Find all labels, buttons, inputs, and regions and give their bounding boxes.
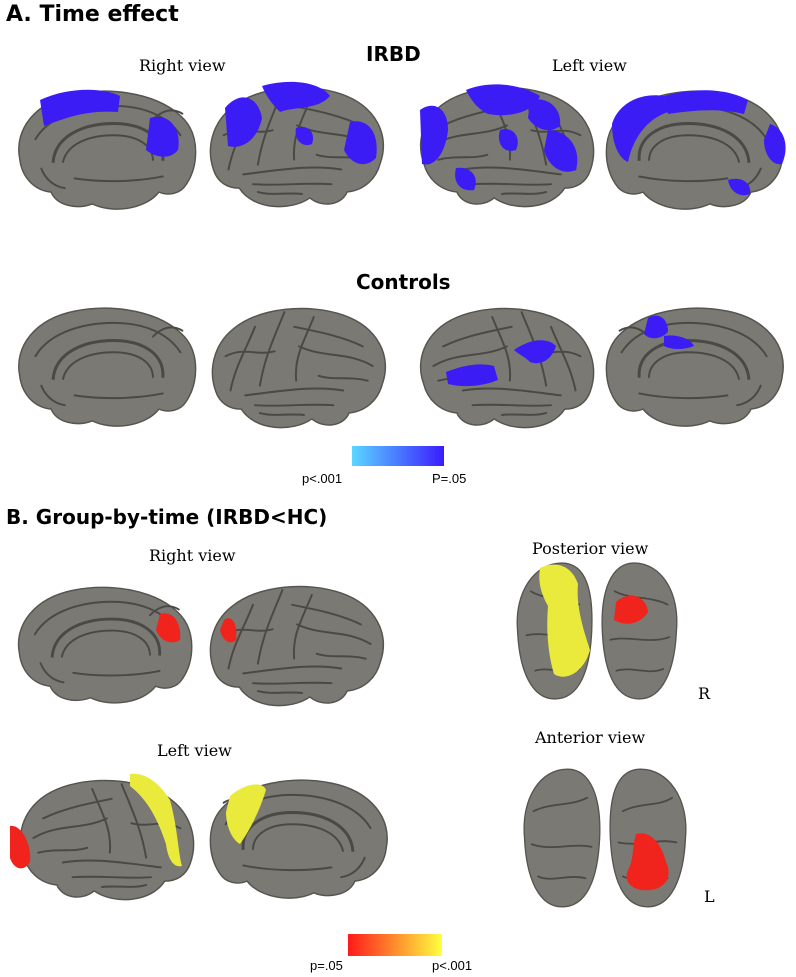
irbd-group-label: IRBD (366, 42, 421, 66)
irbd-left-lateral-blue-2 (466, 84, 540, 116)
irbd-left-lateral-blue-3 (528, 99, 561, 131)
irbd-right-medial-blue-1 (40, 89, 120, 126)
right-view-label-b: Right view (149, 546, 236, 565)
colorbar-b (348, 934, 442, 956)
irbd-right-medial (17, 89, 198, 211)
left-view-label-b: Left view (157, 741, 232, 760)
irbd-left-medial-blue-2 (664, 90, 748, 114)
colorbar-a-low-label: p<.001 (302, 471, 343, 486)
groupxtime-right-lateral (209, 585, 385, 707)
left-medial-yellow (226, 784, 266, 844)
irbd-left-lateral-blue-6 (498, 129, 518, 151)
posterior-red (614, 595, 648, 624)
irbd-right-lateral-blue-2 (262, 81, 330, 112)
groupxtime-right-lateral-red (220, 618, 237, 643)
irbd-left-lateral-blue-5 (455, 167, 476, 191)
irbd-left-medial-blue-4 (728, 178, 751, 196)
controls-left-lateral-blue-2 (514, 340, 556, 364)
posterior-view-label: Posterior view (532, 539, 649, 558)
groupxtime-right-medial (17, 585, 194, 705)
irbd-left-lateral-blue-4 (544, 130, 578, 172)
controls-left-medial-blue-1 (644, 315, 668, 339)
colorbar-a (352, 446, 444, 466)
anterior-side-label: L (704, 887, 715, 906)
groupxtime-right-medial-red (156, 613, 181, 643)
irbd-left-medial-blue-1 (612, 95, 668, 162)
anterior-red (626, 833, 669, 891)
irbd-right-lateral-blue-4 (295, 126, 314, 146)
right-view-label-a: Right view (139, 56, 226, 75)
section-b-title: B. Group-by-time (IRBD<HC) (6, 505, 328, 529)
irbd-left-medial-blue-3 (764, 124, 786, 165)
groupxtime-left-lateral (10, 773, 195, 901)
groupxtime-posterior (516, 562, 678, 700)
controls-group-label: Controls (356, 270, 451, 294)
colorbar-a-high-label: P=.05 (432, 471, 467, 486)
controls-left-medial (604, 306, 785, 428)
left-view-label-a: Left view (552, 56, 627, 75)
irbd-right-lateral (209, 81, 385, 208)
left-lateral-red (10, 825, 31, 869)
irbd-left-lateral-blue-1 (420, 105, 448, 165)
irbd-left-medial (604, 89, 786, 211)
groupxtime-anterior (523, 768, 687, 908)
irbd-left-lateral (419, 84, 595, 208)
controls-left-lateral (419, 307, 595, 429)
controls-left-medial-blue-2 (664, 335, 694, 349)
irbd-right-lateral-blue-3 (344, 121, 377, 165)
controls-right-lateral (211, 307, 387, 429)
posterior-side-label: R (698, 684, 711, 703)
section-a-title: A. Time effect (6, 2, 179, 27)
controls-right-medial (17, 306, 198, 428)
posterior-yellow (539, 564, 590, 677)
irbd-right-medial-blue-2 (146, 116, 179, 157)
colorbar-b-low-label: p=.05 (310, 958, 343, 973)
left-lateral-yellow (130, 773, 182, 867)
colorbar-b-high-label: p<.001 (432, 958, 473, 973)
controls-left-lateral-blue-1 (446, 364, 498, 387)
irbd-right-lateral-blue-1 (225, 97, 262, 147)
anterior-view-label: Anterior view (535, 728, 646, 747)
groupxtime-left-medial (208, 778, 389, 900)
